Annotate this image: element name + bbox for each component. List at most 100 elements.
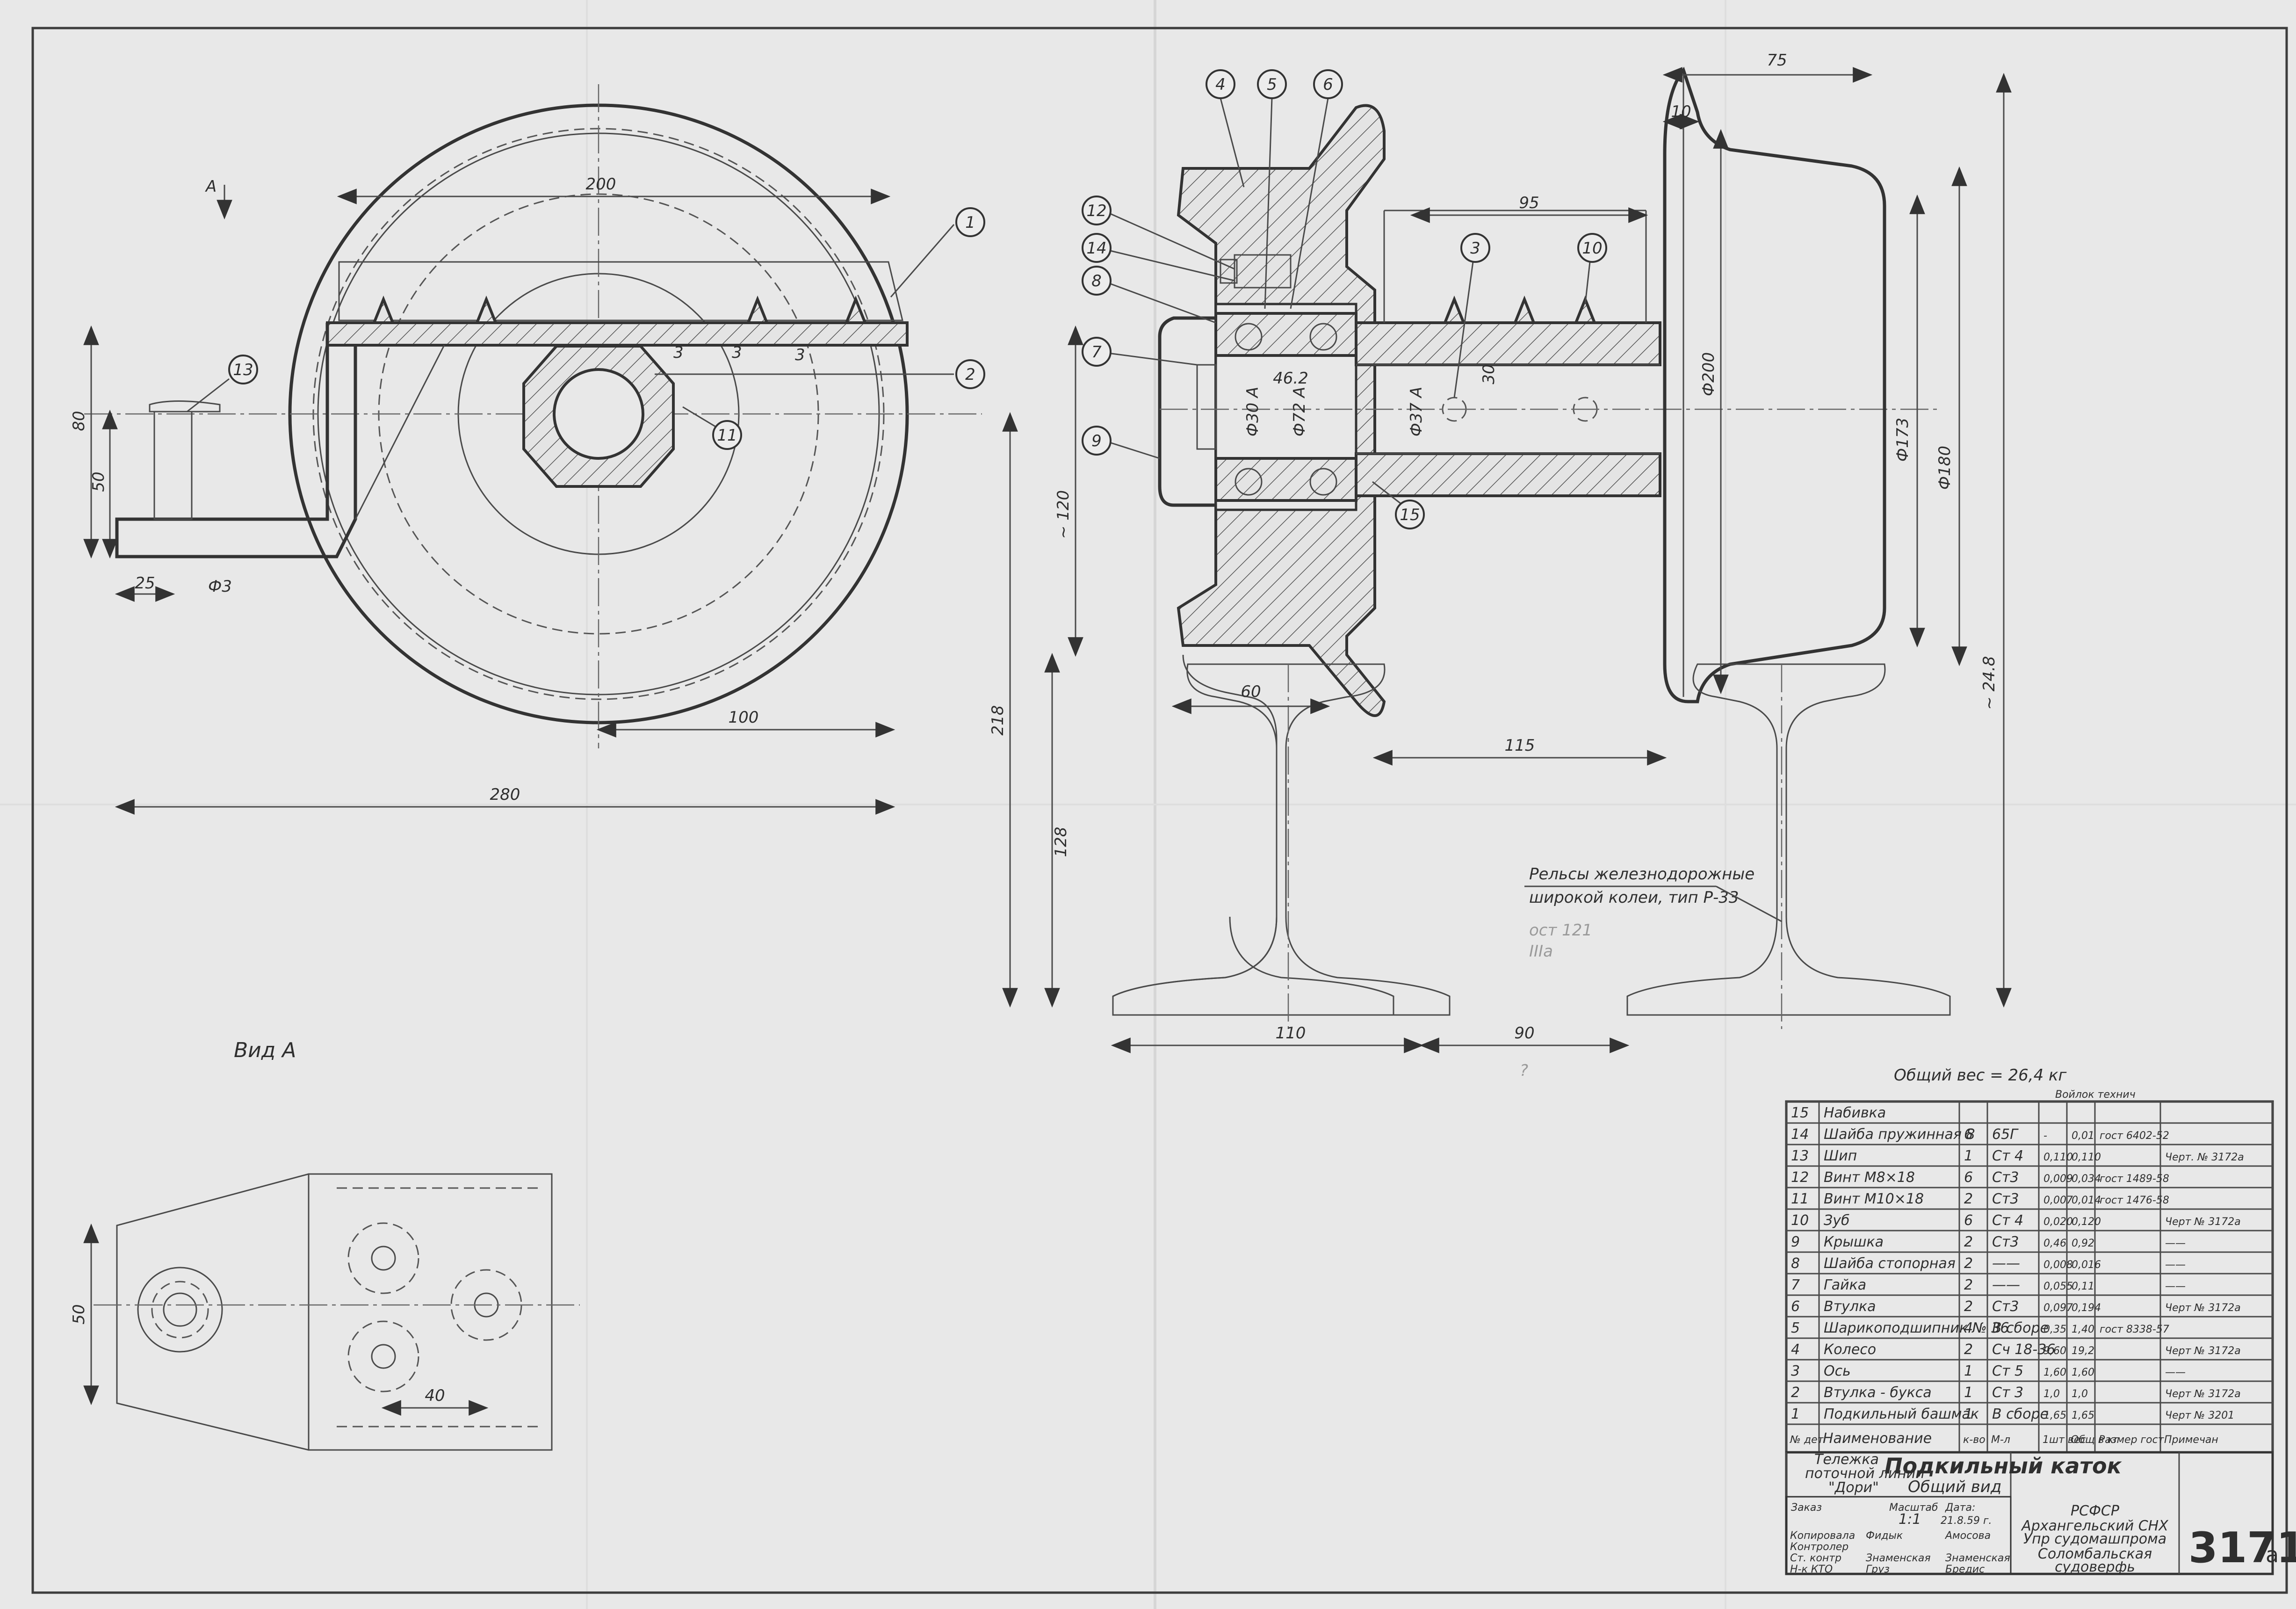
dim-200: 200	[586, 175, 616, 194]
parts-cell-w2: 1,65	[2072, 1410, 2094, 1421]
parts-cell-w1: 1,60	[2043, 1367, 2066, 1378]
drawing-subtitle: Общий вид	[1908, 1478, 2001, 1496]
scale-label: Масштаб	[1889, 1502, 1938, 1514]
scale-value: 1:1	[1899, 1511, 1921, 1528]
parts-cell-note: Черт № 3172а	[2165, 1388, 2241, 1400]
parts-cell-std: гост 1489-58	[2100, 1173, 2169, 1185]
parts-cell-w1: 0,007	[2043, 1195, 2073, 1206]
parts-cell-name: Шайба пружинная 8	[1824, 1126, 1975, 1143]
balloon-1: 1	[965, 213, 975, 232]
parts-cell-w1: 0,020	[2043, 1216, 2073, 1228]
stamp-note-line2: IIIа	[1529, 942, 1553, 961]
dim-75: 75	[1767, 51, 1787, 70]
parts-cell-std: гост 8338-57	[2100, 1324, 2169, 1335]
role-label: Контролер	[1790, 1541, 1848, 1553]
dim-218: 218	[989, 705, 1007, 736]
view-a-label: Вид А	[234, 1038, 296, 1062]
parts-cell-n: 10	[1791, 1212, 1809, 1229]
rail-note-line1: Рельсы железнодорожные	[1529, 865, 1754, 884]
balloon-5: 5	[1267, 75, 1277, 94]
parts-cell-name: Зуб	[1824, 1212, 1850, 1229]
parts-header-tech: Войлок технич	[2055, 1089, 2136, 1101]
parts-cell-qty: 2	[1964, 1191, 1973, 1207]
parts-cell-w2: 0,110	[2072, 1152, 2101, 1163]
parts-cell-name: Втулка - букса	[1824, 1384, 1932, 1401]
date-label: Дата:	[1945, 1502, 1975, 1514]
parts-cell-qty: 2	[1964, 1255, 1973, 1272]
parts-cell-name: Винт М10×18	[1824, 1191, 1924, 1207]
weld-3-c: 3	[795, 346, 805, 364]
dim-phi72: Ф72 А	[1290, 387, 1309, 437]
rail-note-line2: широкой колеи, тип Р-33	[1529, 888, 1739, 907]
assembly-line2: поточной линии	[1805, 1465, 1925, 1482]
parts-cell-w2: 0,014	[2072, 1195, 2101, 1206]
parts-cell-qty: 2	[1964, 1277, 1973, 1293]
parts-header-qty: к-во	[1963, 1434, 1986, 1446]
parts-header-mat: М-л	[1991, 1434, 2010, 1446]
role-label: Н-к КТО	[1790, 1564, 1833, 1575]
parts-cell-mat: Ст 4	[1992, 1148, 2023, 1164]
parts-cell-n: 13	[1791, 1148, 1809, 1164]
parts-cell-n: 7	[1791, 1277, 1800, 1293]
dim-110: 110	[1276, 1024, 1306, 1043]
parts-cell-note: Черт № 3172а	[2165, 1345, 2241, 1357]
weld-3-a: 3	[673, 343, 684, 362]
drawing-title: Подкильный каток	[1884, 1453, 2123, 1479]
role-label: Копировала	[1790, 1530, 1855, 1542]
parts-cell-w2: 1,0	[2072, 1388, 2088, 1400]
role-sign: Знаменская	[1866, 1552, 1931, 1564]
parts-header-std: Размер гост	[2099, 1434, 2165, 1446]
parts-cell-w2: 0,92	[2072, 1238, 2094, 1249]
parts-cell-n: 15	[1791, 1105, 1809, 1121]
org-line3: Упр судомашпрома	[2023, 1531, 2166, 1547]
balloon-8: 8	[1091, 272, 1102, 290]
parts-cell-qty: 6	[1964, 1169, 1973, 1186]
parts-cell-n: 1	[1791, 1406, 1800, 1422]
parts-cell-qty: 6	[1964, 1212, 1973, 1229]
parts-cell-w2: 0,016	[2072, 1259, 2101, 1271]
parts-cell-mat: 65Г	[1992, 1126, 2019, 1143]
parts-cell-w2: 0,11	[2072, 1281, 2094, 1292]
parts-cell-w2: 1,60	[2072, 1367, 2094, 1378]
dim-phi180: Ф180	[1935, 446, 1954, 490]
drawing-number: 3171	[2188, 1523, 2296, 1573]
dim-50-view-a: 50	[70, 1304, 88, 1324]
parts-cell-qty: 1	[1964, 1384, 1973, 1401]
balloon-4: 4	[1215, 75, 1226, 94]
balloon-10: 10	[1582, 239, 1602, 258]
dim-46-2: 46.2	[1273, 369, 1308, 388]
balloon-12: 12	[1086, 202, 1106, 220]
parts-cell-name: Шип	[1824, 1148, 1857, 1164]
parts-cell-w1: 0,055	[2043, 1281, 2073, 1292]
parts-cell-note: ——	[2165, 1238, 2186, 1249]
parts-cell-w1: 0,097	[2043, 1302, 2073, 1314]
parts-cell-note: Черт № 3201	[2165, 1410, 2234, 1421]
assembly-line1: Тележка	[1814, 1451, 1879, 1468]
parts-cell-w1: -	[2043, 1130, 2047, 1142]
weld-3-b: 3	[732, 343, 742, 362]
parts-cell-note: ——	[2165, 1281, 2186, 1292]
parts-cell-n: 6	[1791, 1298, 1800, 1315]
parts-cell-note: ——	[2165, 1259, 2186, 1271]
order-label: Заказ	[1791, 1502, 1822, 1514]
dim-50-left: 50	[89, 471, 108, 492]
parts-header-w2: Общ в кг	[2071, 1434, 2119, 1446]
balloon-2: 2	[965, 365, 975, 384]
role-sign: Фидык	[1866, 1530, 1903, 1542]
parts-cell-name: Винт М8×18	[1824, 1169, 1915, 1186]
section-view: 75 10 95 30 46.2 Ф30 А Ф72 А Ф37 А ~ 120…	[989, 51, 2012, 1053]
dim-10: 10	[1671, 102, 1691, 121]
dim-128: 128	[1052, 827, 1070, 857]
role-name: Амосова	[1944, 1530, 1991, 1542]
parts-cell-name: Колесо	[1824, 1341, 1876, 1358]
parts-cell-w1: 1,65	[2043, 1410, 2066, 1421]
role-name: Бредис	[1945, 1564, 1985, 1575]
parts-header-w1: 1шт вес	[2043, 1434, 2086, 1446]
parts-cell-mat: ——	[1992, 1277, 2020, 1293]
role-name: Знаменская	[1945, 1552, 2010, 1564]
dim-100: 100	[729, 708, 759, 727]
parts-cell-w1: 0,35	[2043, 1324, 2066, 1335]
parts-cell-name: Ось	[1824, 1363, 1851, 1379]
